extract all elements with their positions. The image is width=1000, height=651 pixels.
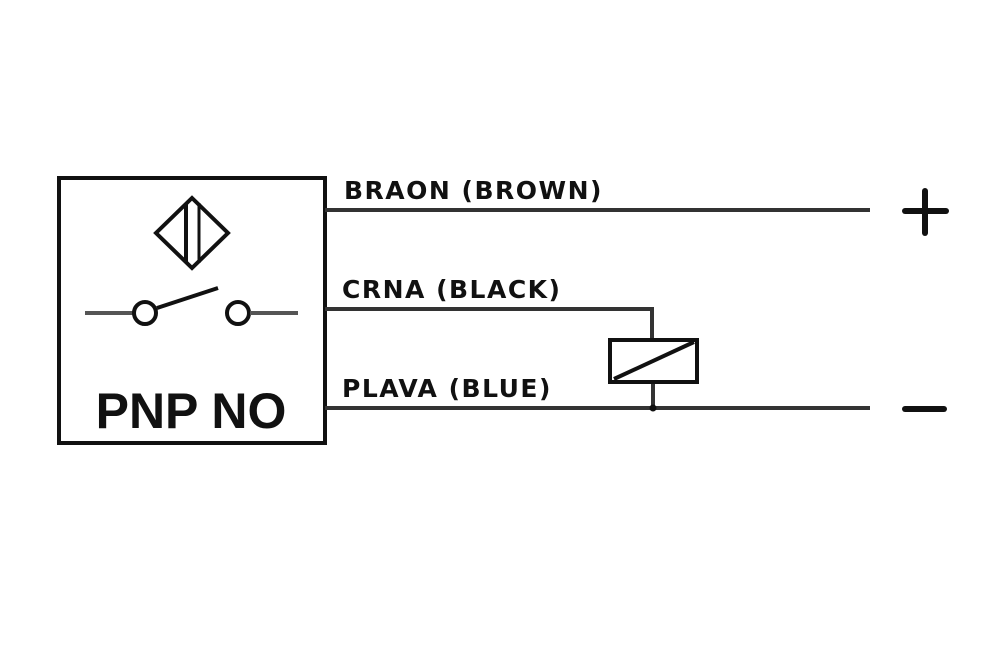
normally-open-switch-icon bbox=[85, 286, 298, 326]
wire-label-blue: PLAVA (BLUE) bbox=[342, 374, 552, 403]
sensor-diamond-icon bbox=[153, 195, 231, 271]
wire-black bbox=[325, 307, 654, 340]
sensor-type-label: PNP NO bbox=[96, 383, 287, 439]
junction-dot bbox=[649, 404, 657, 412]
wire-label-black: CRNA (BLACK) bbox=[342, 275, 561, 304]
relay-coil-icon bbox=[608, 338, 699, 384]
plus-terminal-icon bbox=[902, 188, 949, 236]
wire-label-brown: BRAON (BROWN) bbox=[344, 176, 603, 205]
